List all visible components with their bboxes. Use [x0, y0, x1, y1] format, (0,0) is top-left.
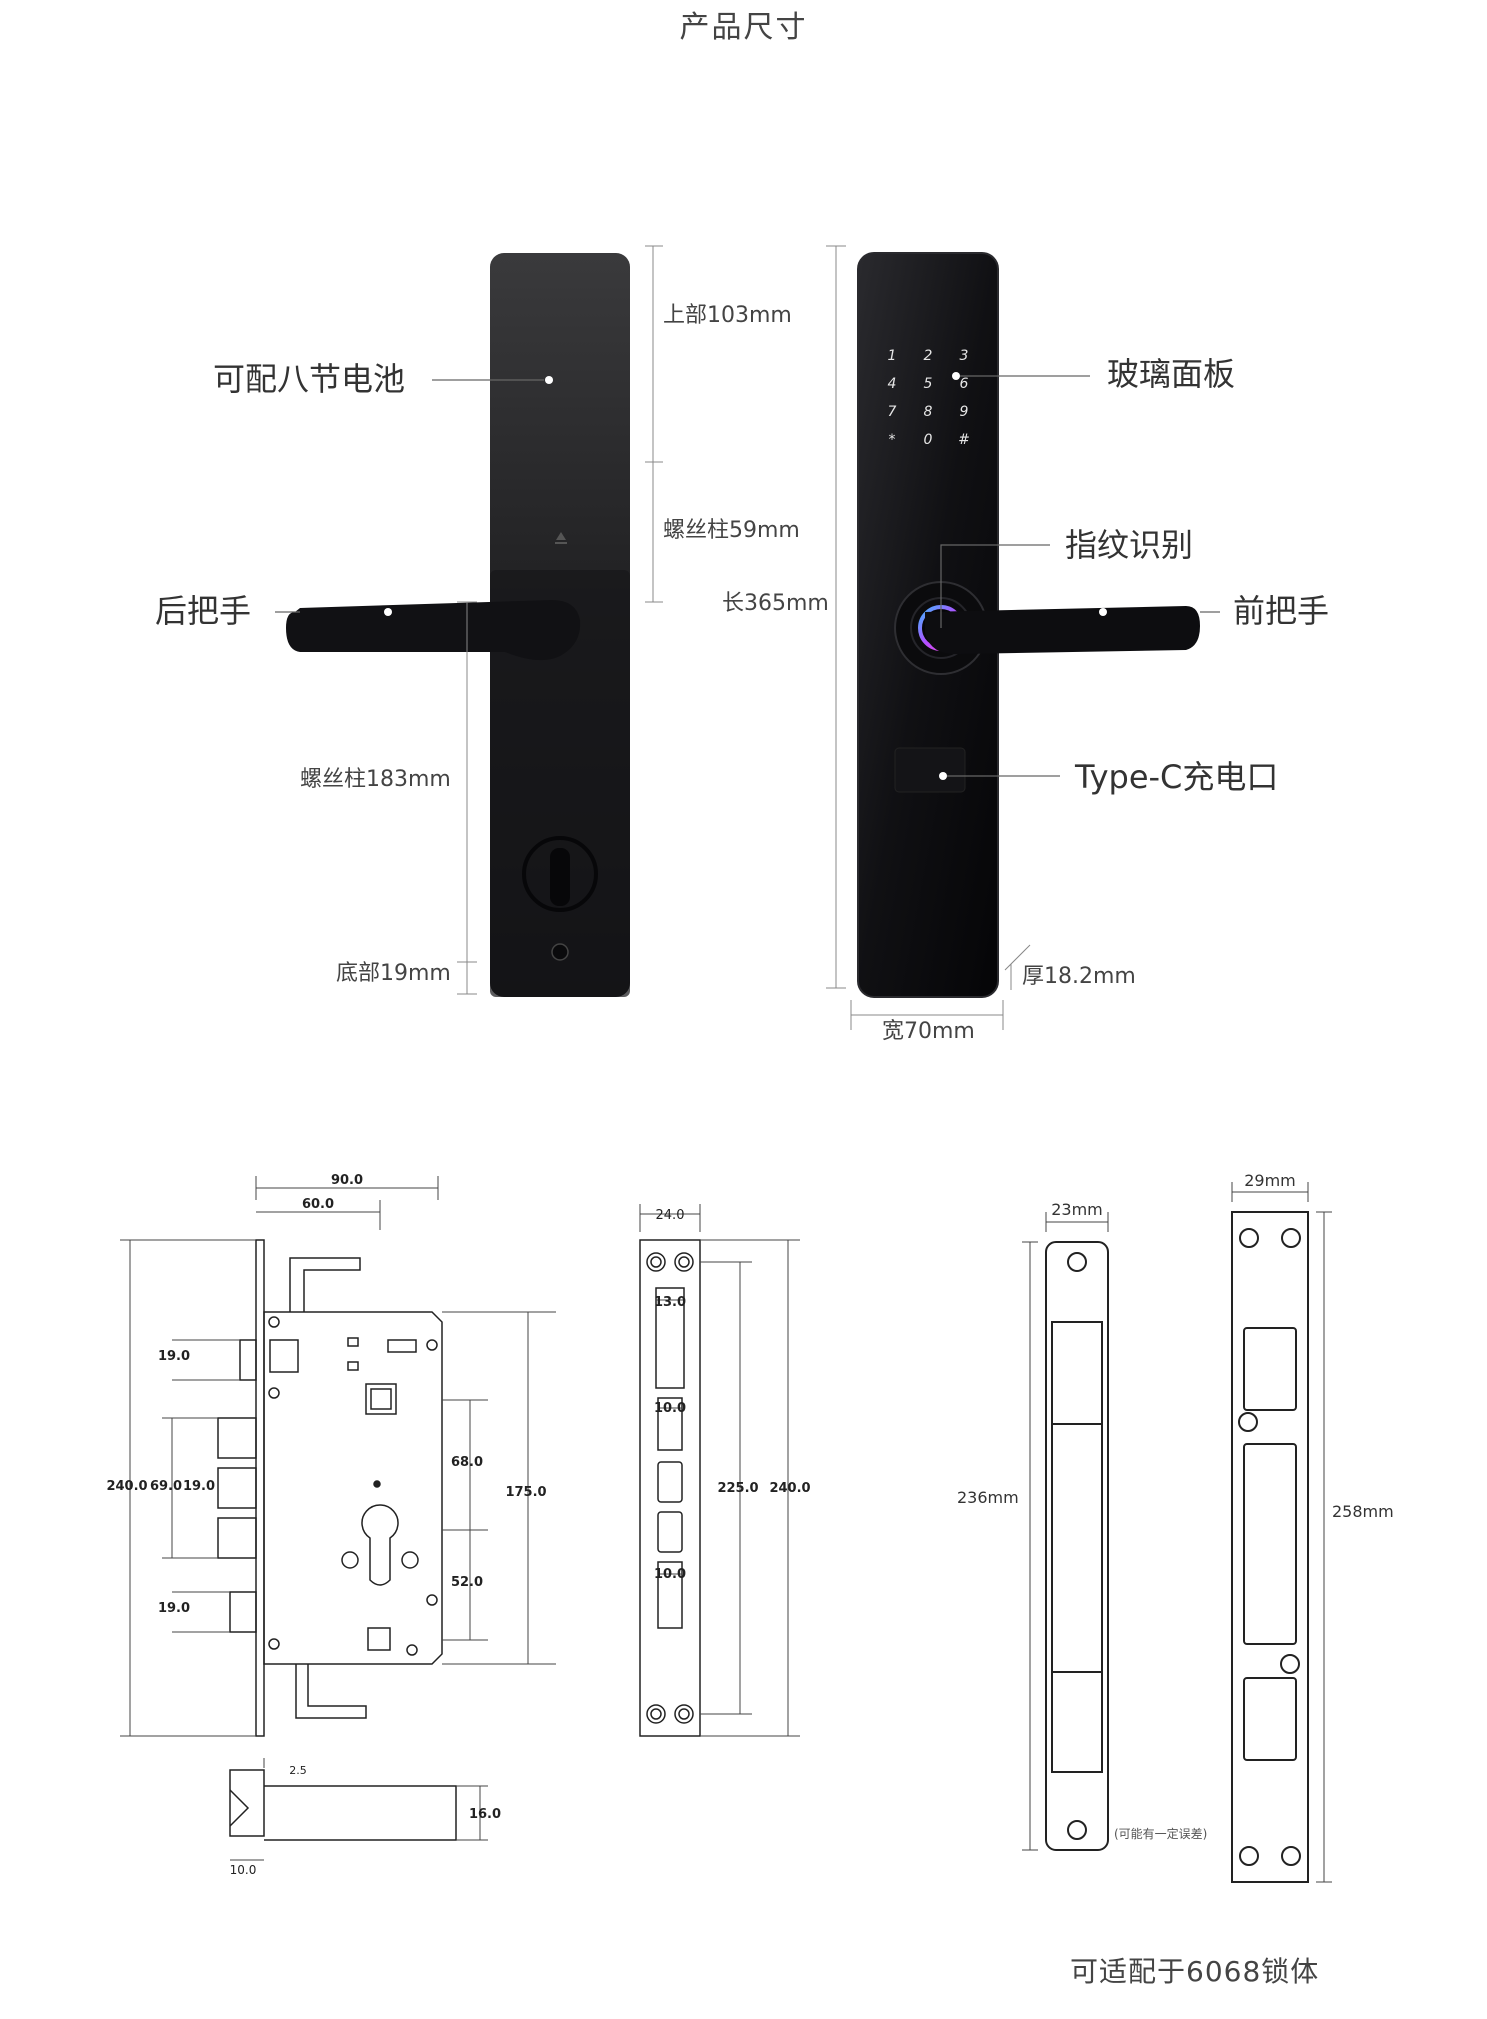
mortise-lower-block: 19.0 — [158, 1601, 190, 1616]
faceplate-outer-height: 240.0 — [769, 1481, 810, 1496]
rear-handle-marker-dot — [384, 608, 392, 616]
front-handle — [925, 606, 1200, 655]
keypad-key: 5 — [924, 376, 933, 392]
mortise-lower-spindle: 52.0 — [451, 1575, 483, 1590]
faceplate-mid-slot-a: 10.0 — [654, 1401, 686, 1416]
mortise-bolt-thickness: 16.0 — [469, 1807, 501, 1822]
glass-panel-callout: 玻璃面板 — [1107, 355, 1235, 393]
key-hole — [551, 943, 569, 961]
faceplate-mid-slot-b: 10.0 — [654, 1567, 686, 1582]
mortise-drawing — [217, 1239, 457, 1841]
keypad-key: 7 — [888, 404, 897, 420]
glass-panel-marker-dot — [952, 372, 960, 380]
battery-callout: 可配八节电池 — [213, 360, 405, 398]
mortise-dimension-lines — [120, 1176, 556, 1861]
page-title: 产品尺寸 — [679, 10, 808, 45]
rear-handle — [286, 600, 581, 661]
keypad-key: 6 — [960, 376, 969, 392]
front-lock: 1 2 3 4 5 6 7 8 9 * 0 # 玻璃面板 指纹识别 前把手 Type-C充电口 — [722, 245, 1329, 1044]
mortise-latch-span: 69.0 — [150, 1479, 182, 1494]
keypad-key: 8 — [924, 404, 933, 420]
strike-tolerance-note: (可能有一定误差) — [1114, 1826, 1207, 1841]
dim-screw-post-lower: 螺丝柱183mm — [300, 767, 451, 792]
faceplate-labels: 24.0 13.0 10.0 10.0 225.0 240.0 — [654, 1208, 811, 1582]
strike-small-height: 236mm — [957, 1488, 1019, 1507]
mortise-upper-block: 19.0 — [158, 1349, 190, 1364]
faceplate-width: 24.0 — [656, 1208, 685, 1223]
keypad-key: 9 — [960, 404, 969, 420]
strike-plate-labels: 23mm 236mm 29mm 258mm (可能有一定误差) — [957, 1171, 1394, 1841]
mortise-body-height: 175.0 — [505, 1485, 546, 1500]
mortise-total-height: 240.0 — [106, 1479, 147, 1494]
typec-marker-dot — [939, 772, 947, 780]
thumb-turn — [522, 836, 598, 912]
keypad: 1 2 3 4 5 6 7 8 9 * 0 # — [888, 348, 970, 448]
strike-plate-dimension-lines — [1022, 1182, 1332, 1883]
mortise-top-width: 90.0 — [331, 1173, 363, 1188]
dim-length: 长365mm — [722, 591, 829, 616]
strike-large-width: 29mm — [1244, 1171, 1296, 1190]
keypad-key: 4 — [888, 376, 897, 392]
dim-screw-post-upper: 螺丝柱59mm — [663, 518, 800, 543]
strike-large-height: 258mm — [1332, 1502, 1394, 1521]
strike-small-width: 23mm — [1051, 1200, 1103, 1219]
mortise-upper-spindle: 68.0 — [451, 1455, 483, 1470]
dim-bottom: 底部19mm — [336, 961, 451, 986]
keypad-key: # — [958, 432, 970, 448]
keypad-key: * — [889, 432, 896, 448]
dim-thickness: 厚18.2mm — [1022, 964, 1136, 989]
front-handle-callout: 前把手 — [1233, 592, 1329, 630]
mortise-bolt-offset: 2.5 — [289, 1764, 307, 1777]
strike-plate-small — [1045, 1241, 1109, 1851]
faceplate-top-slot: 13.0 — [654, 1295, 686, 1310]
keypad-key: 3 — [960, 348, 969, 364]
battery-marker-dot — [545, 376, 553, 384]
faceplate-drawing — [639, 1239, 701, 1737]
compatibility-note: 可适配于6068锁体 — [1070, 1955, 1320, 1988]
dim-width: 宽70mm — [882, 1019, 975, 1044]
keypad-key: 2 — [924, 348, 933, 364]
mortise-inner-width: 60.0 — [302, 1197, 334, 1212]
mortise-latch-gap: 19.0 — [183, 1479, 215, 1494]
keypad-key: 0 — [924, 432, 933, 448]
typec-callout: Type-C充电口 — [1074, 758, 1278, 796]
faceplate-inner-height: 225.0 — [717, 1481, 758, 1496]
mortise-bolt-base: 10.0 — [230, 1863, 257, 1877]
typec-cover — [894, 747, 966, 793]
rear-lock: 可配八节电池 后把手 上部103mm 螺丝柱59mm 螺丝柱183mm 底部19… — [155, 245, 800, 997]
fingerprint-callout: 指纹识别 — [1065, 526, 1193, 564]
faceplate-dimension-lines — [639, 1204, 800, 1737]
mortise-labels: 90.0 60.0 240.0 69.0 19.0 19.0 19.0 68.0… — [106, 1173, 546, 1877]
strike-plate-large — [1231, 1211, 1309, 1883]
front-handle-marker-dot — [1099, 608, 1107, 616]
keypad-key: 1 — [888, 348, 897, 364]
rear-handle-callout: 后把手 — [155, 592, 251, 630]
dim-top: 上部103mm — [663, 303, 792, 328]
